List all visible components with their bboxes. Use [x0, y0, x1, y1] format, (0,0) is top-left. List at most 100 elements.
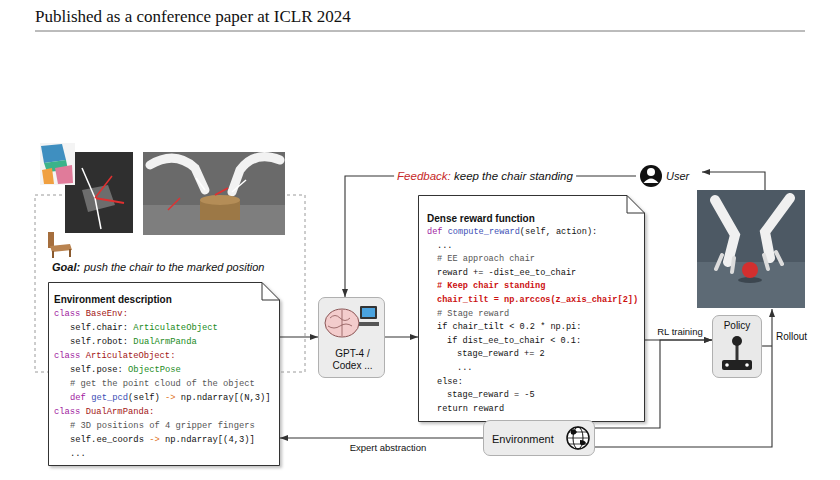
chair-icon: [69, 249, 71, 257]
folded-card-outline: [49, 283, 280, 466]
code-line: stage_reward += 2: [427, 348, 645, 362]
segmentation-image: [44, 160, 68, 172]
user-icon: [644, 179, 659, 184]
feedback-arrow: [702, 172, 765, 190]
robot-scene-image: [200, 200, 240, 220]
code-line: chair_tilt = np.arccos(z_axis_chair[2]): [427, 294, 645, 308]
code-line: ...: [427, 240, 645, 254]
connector-arrow: [280, 336, 318, 337]
robot-scene-image: [143, 152, 285, 235]
code-line: ...: [54, 447, 280, 461]
folded-corner: [627, 196, 645, 214]
code-line: # get the point cloud of the object: [54, 377, 280, 391]
code-token: BaseEnv:: [86, 309, 128, 319]
code-token: ObjectPose: [128, 365, 181, 375]
robot-scene-image: [150, 158, 205, 190]
robot-rollout-image: [765, 198, 790, 258]
code-line: self.ee_coords -> np.ndarray[(4,3)]: [54, 433, 280, 447]
code-line: if chair_tilt < 0.2 * np.pi:: [427, 321, 645, 335]
code-line: class DualArmPanda:: [54, 405, 280, 419]
code-line: if dist_ee_to_chair < 0.1:: [427, 335, 645, 349]
goal-text: push the chair to the marked position: [84, 261, 264, 273]
code-line: else:: [427, 376, 645, 390]
code-card: Environment description class BaseEnv: sel…: [48, 282, 280, 466]
edge-label: Feedback: keep the chair standing: [394, 170, 576, 182]
edge-label-lead: Feedback:: [397, 170, 451, 182]
code-token: def: [427, 227, 442, 237]
sim-render-image: [95, 198, 124, 203]
sim-render-image: [82, 185, 115, 212]
robot-scene-image: [232, 157, 280, 192]
box-heading: Dense reward function: [427, 212, 645, 226]
code-token: ArticulateObject: [133, 323, 217, 333]
code-token: DualArmPanda: [133, 337, 196, 347]
robot-rollout-image: [697, 190, 805, 308]
sim-render-image: [65, 152, 133, 233]
actor-node: User: [636, 164, 700, 188]
robot-rollout-image: [697, 190, 805, 308]
code-card: Dense reward functiondef compute_reward(…: [418, 195, 645, 422]
goal-label: Goal:: [52, 261, 80, 273]
robot-scene-image: [196, 178, 205, 190]
code-token: class: [54, 309, 80, 319]
sim-render-image: [82, 168, 95, 198]
box-heading: Environment description: [54, 293, 280, 307]
segmentation-image: [40, 143, 75, 185]
user-icon: [640, 165, 662, 187]
segmentation-image: [42, 168, 54, 184]
header-rule: [35, 31, 805, 32]
user-icon: [647, 168, 655, 176]
robot-rollout-image: [738, 277, 762, 283]
running-header: Published as a conference paper at ICLR …: [35, 7, 351, 27]
edge-label: RL training: [657, 326, 703, 337]
code-line: # Keep chair standing: [427, 280, 645, 294]
folded-corner: [262, 283, 280, 301]
process-box: Policy: [712, 315, 762, 378]
robot-scene-image: [143, 152, 285, 235]
process-box: Environment: [483, 420, 595, 456]
code-line: self.chair: ArticulateObject: [54, 321, 280, 335]
node-label: GPT-4 / Codex ...: [321, 348, 384, 372]
code-line: # Stage reward: [427, 308, 645, 322]
code-line: def compute_reward(self, action):: [427, 226, 645, 240]
code-token: DualArmPanda:: [86, 407, 155, 417]
code-line: reward += -dist_ee_to_chair: [427, 267, 645, 281]
robot-scene-image: [215, 188, 228, 195]
connector-arrow: [385, 336, 418, 337]
feedback-arrow: [702, 172, 765, 190]
robot-rollout-image: [715, 200, 735, 262]
sim-render-image: [95, 176, 112, 198]
folded-card-outline: [419, 196, 645, 422]
code-token: ->: [165, 393, 176, 403]
code-token: ArticulateObject:: [86, 351, 176, 361]
header-rule: [35, 31, 805, 32]
code-line: return reward: [427, 403, 645, 417]
user-icon: [640, 165, 662, 187]
robot-scene-image: [143, 205, 285, 235]
code-token: class: [54, 407, 80, 417]
robot-rollout-image: [742, 262, 758, 278]
code-token: def: [70, 393, 86, 403]
robot-scene-image: [200, 206, 240, 218]
chair-icon: [48, 232, 72, 258]
chair-icon: [48, 232, 54, 248]
robot-scene-image: [200, 195, 240, 205]
code-token: compute_reward: [448, 227, 520, 237]
connector-arrow: [280, 437, 483, 438]
code-token: class: [54, 351, 80, 361]
code-line: class ArticulateObject:: [54, 349, 280, 363]
flow-label: Rollout: [776, 331, 807, 342]
robot-rollout-image: [716, 252, 782, 272]
node-label: User: [666, 164, 700, 188]
code-line: def get_pcd(self) -> np.ndarray[(N,3)]: [54, 391, 280, 405]
node-label: Environment: [492, 421, 594, 457]
code-token: ->: [149, 435, 160, 445]
robot-scene-image: [168, 198, 180, 210]
sim-render-image: [95, 198, 101, 229]
robot-scene-image: [232, 180, 246, 192]
code-line: ...: [427, 362, 645, 376]
rollout-arrow: [762, 345, 772, 346]
code-line: stage_reward = -5: [427, 389, 645, 403]
segmentation-image: [55, 165, 73, 184]
